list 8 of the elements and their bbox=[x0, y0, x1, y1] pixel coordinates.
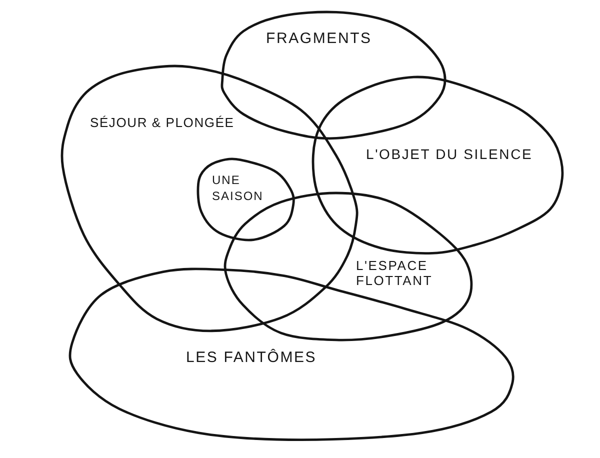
set-outline bbox=[196, 157, 296, 242]
set-label: LES FANTÔMES bbox=[186, 349, 317, 366]
set-label: L'ESPACE FLOTTANT bbox=[356, 258, 433, 288]
set-label: SÉJOUR & PLONGÉE bbox=[90, 116, 234, 131]
set-outline bbox=[310, 74, 564, 256]
set-label: L'OBJET DU SILENCE bbox=[366, 146, 533, 162]
set-label: FRAGMENTS bbox=[266, 30, 372, 48]
set-label: UNE SAISON bbox=[212, 172, 264, 204]
